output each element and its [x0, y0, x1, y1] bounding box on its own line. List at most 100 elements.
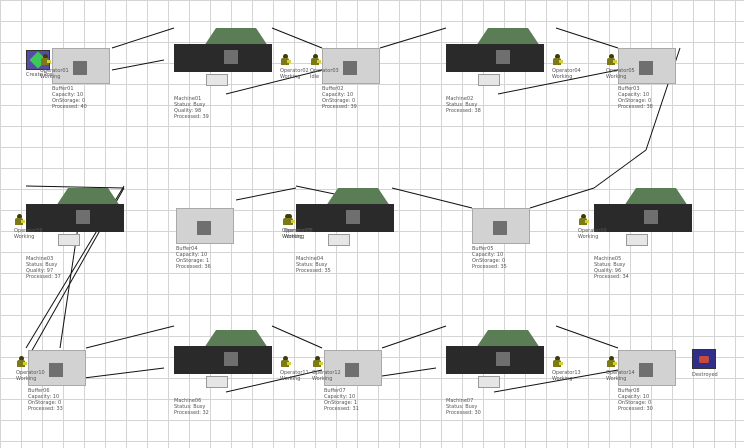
worker-tool [559, 362, 563, 365]
machine-window [346, 210, 360, 224]
connector-line [25, 185, 125, 189]
station-buffer02[interactable] [322, 48, 380, 84]
station-slot [49, 363, 63, 377]
machine-body [174, 346, 272, 374]
worker-head [19, 356, 24, 361]
machine-machine04[interactable] [296, 188, 394, 248]
worker-label: Operator13 Working [552, 370, 581, 382]
sink-icon[interactable] [692, 349, 716, 369]
machine-panel [478, 376, 500, 388]
worker-operator02-icon[interactable] [280, 54, 291, 66]
connector-line [555, 27, 619, 49]
worker-head [555, 54, 560, 59]
worker-operator09-icon[interactable] [578, 214, 589, 226]
worker-tool [21, 220, 25, 223]
worker-tool [613, 362, 617, 365]
machine-roof [204, 330, 268, 348]
connector-line [379, 27, 447, 49]
worker-torso [607, 360, 615, 367]
worker-operator08-icon[interactable] [284, 214, 295, 226]
worker-torso [17, 360, 25, 367]
machine-body [446, 44, 544, 72]
worker-operator11-icon[interactable] [280, 356, 291, 368]
station-buffer04[interactable] [176, 208, 234, 244]
connector-line [111, 59, 165, 71]
worker-head [315, 356, 320, 361]
worker-head [609, 54, 614, 59]
connector-line [381, 325, 447, 349]
worker-torso [311, 58, 319, 65]
station-slot [197, 221, 211, 235]
worker-head [43, 54, 48, 59]
machine-panel [206, 376, 228, 388]
machine-label: Machine01 Status: Busy Quality: 98 Proce… [174, 96, 209, 120]
worker-head [609, 356, 614, 361]
worker-label: Operator02 Working [280, 68, 309, 80]
worker-label: Operator11 Working [280, 370, 309, 382]
machine-body [446, 346, 544, 374]
station-buffer08[interactable] [618, 350, 676, 386]
worker-label: Operator04 Working [552, 68, 581, 80]
station-slot [345, 363, 359, 377]
worker-tool [287, 362, 291, 365]
worker-tool [47, 60, 51, 63]
station-buffer01[interactable] [52, 48, 110, 84]
worker-operator04-icon[interactable] [552, 54, 563, 66]
machine-roof [326, 188, 390, 206]
station-buffer06[interactable] [28, 350, 86, 386]
machine-roof [56, 188, 120, 206]
station-buffer07[interactable] [324, 350, 382, 386]
connector-line [83, 367, 165, 379]
machine-machine02[interactable] [446, 28, 544, 88]
worker-torso [607, 58, 615, 65]
worker-tool [291, 220, 295, 223]
worker-torso [15, 218, 23, 225]
machine-panel [328, 234, 350, 246]
worker-label: Operator14 Working [606, 370, 635, 382]
machine-machine03[interactable] [26, 188, 124, 248]
worker-operator01-icon[interactable] [40, 54, 51, 66]
worker-operator10-icon[interactable] [16, 356, 27, 368]
worker-tool [317, 60, 321, 63]
machine-roof [624, 188, 688, 206]
connector-line [85, 325, 175, 349]
machine-machine07[interactable] [446, 330, 544, 390]
station-buffer05[interactable] [472, 208, 530, 244]
station-slot [73, 61, 87, 75]
machine-machine01[interactable] [174, 28, 272, 88]
worker-operator13-icon[interactable] [552, 356, 563, 368]
machine-machine05[interactable] [594, 188, 692, 248]
station-slot [639, 61, 653, 75]
worker-operator05-icon[interactable] [606, 54, 617, 66]
worker-torso [579, 218, 587, 225]
connector-line [593, 149, 647, 189]
station-buffer03[interactable] [618, 48, 676, 84]
worker-torso [281, 58, 289, 65]
station-slot [343, 61, 357, 75]
machine-panel [206, 74, 228, 86]
machine-machine06[interactable] [174, 330, 272, 390]
worker-operator03-icon[interactable] [310, 54, 321, 66]
machine-window [496, 352, 510, 366]
machine-roof [476, 330, 540, 348]
station-label: Buffer06 Capacity: 10 OnStorage: 0 Proce… [28, 388, 63, 412]
worker-torso [281, 360, 289, 367]
worker-head [283, 54, 288, 59]
machine-roof [476, 28, 540, 46]
station-label: Buffer04 Capacity: 10 OnStorage: 1 Proce… [176, 246, 211, 270]
connector-line [381, 367, 437, 377]
connector-line [235, 187, 297, 201]
machine-label: Machine03 Status: Busy Quality: 97 Proce… [26, 256, 61, 280]
worker-label: Operator05 Working [606, 68, 635, 80]
worker-operator12-icon[interactable] [312, 356, 323, 368]
machine-window [496, 50, 510, 64]
worker-operator06-icon[interactable] [14, 214, 25, 226]
worker-torso [553, 360, 561, 367]
connector-line [497, 69, 619, 95]
worker-head [283, 356, 288, 361]
worker-label: Operator03 Idle [310, 68, 339, 80]
worker-head [555, 356, 560, 361]
worker-head [313, 54, 318, 59]
worker-operator14-icon[interactable] [606, 356, 617, 368]
